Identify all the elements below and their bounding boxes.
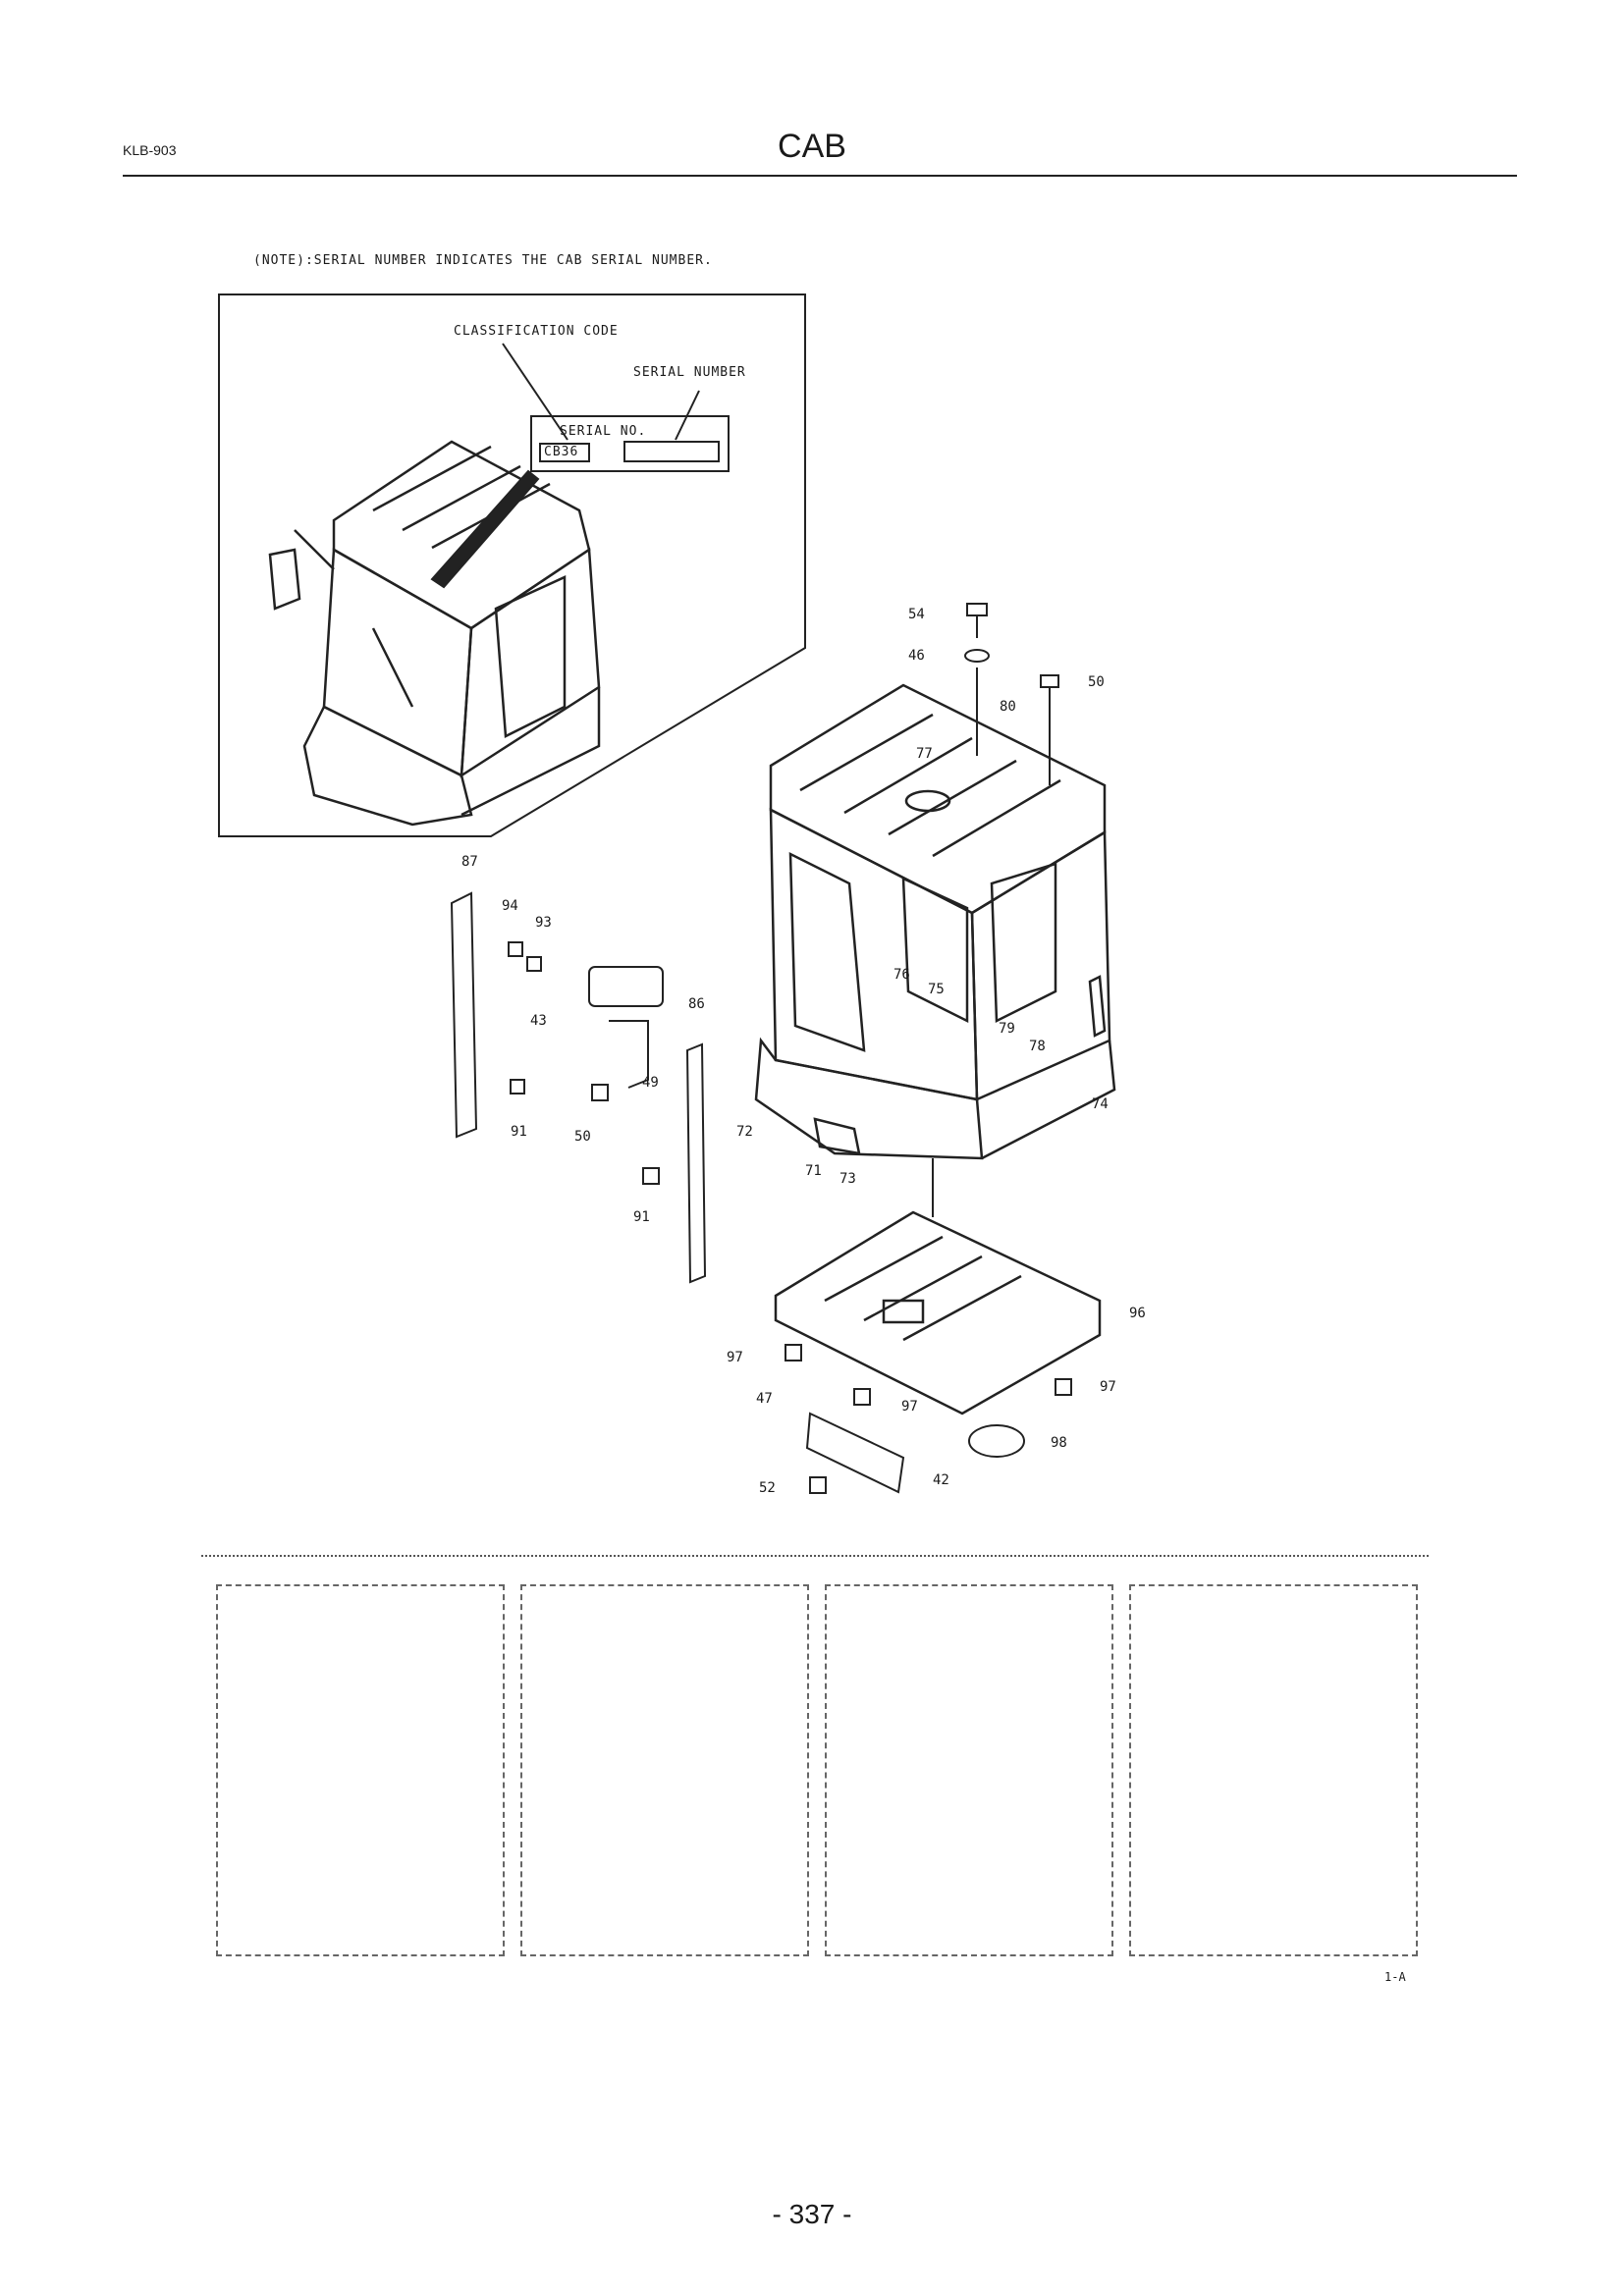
callout-97-center: 97	[901, 1399, 918, 1415]
callout-46: 46	[908, 648, 925, 664]
callout-49: 49	[642, 1075, 659, 1091]
serial-plate	[530, 415, 730, 472]
callout-94: 94	[502, 898, 518, 914]
section-divider	[201, 1555, 1429, 1557]
document-code: KLB-903	[123, 142, 177, 158]
callout-42: 42	[933, 1472, 949, 1488]
plate-serial-box	[623, 441, 720, 462]
callout-93: 93	[535, 915, 552, 931]
mirror	[588, 966, 664, 1007]
callout-54: 54	[908, 607, 925, 622]
callout-77: 77	[916, 746, 933, 762]
mirror-bracket	[609, 1020, 649, 1089]
serial-number-label: SERIAL NUMBER	[633, 365, 746, 380]
callout-79: 79	[999, 1021, 1015, 1037]
figure-reference: 1-A	[1384, 1970, 1406, 1984]
inset-cab-outline	[268, 440, 601, 827]
leader-classification	[502, 343, 568, 441]
callout-50-lower: 50	[574, 1129, 591, 1145]
callout-98: 98	[1051, 1435, 1067, 1451]
callout-91-lower: 91	[633, 1209, 650, 1225]
plate-code-box	[539, 443, 590, 462]
serial-note: (NOTE):SERIAL NUMBER INDICATES THE CAB S…	[253, 253, 713, 268]
plate-pointer	[430, 469, 540, 589]
callout-75: 75	[928, 982, 945, 997]
callout-97-right: 97	[1100, 1379, 1116, 1395]
callout-50: 50	[1088, 674, 1105, 690]
mat-42	[805, 1412, 905, 1494]
pillar-87	[450, 891, 478, 1139]
empty-box-1	[216, 1584, 505, 1956]
page-title: CAB	[778, 128, 846, 165]
empty-box-3	[825, 1584, 1113, 1956]
strip-86	[685, 1042, 707, 1284]
page-number: - 337 -	[772, 2199, 852, 2229]
inset-frame	[218, 294, 806, 837]
empty-box-2	[520, 1584, 809, 1956]
callout-74: 74	[1092, 1096, 1109, 1112]
callout-97-left: 97	[727, 1350, 743, 1365]
callout-76: 76	[893, 967, 910, 983]
callout-72: 72	[736, 1124, 753, 1140]
callout-43: 43	[530, 1013, 547, 1029]
callout-47: 47	[756, 1391, 773, 1407]
bolts	[508, 603, 1072, 1494]
classification-code-label: CLASSIFICATION CODE	[454, 324, 619, 339]
grille-98	[968, 1424, 1025, 1458]
callout-73: 73	[839, 1171, 856, 1187]
floor-plate-outline	[774, 1210, 1102, 1415]
serial-plate-code: CB36	[544, 445, 579, 459]
serial-plate-title: SERIAL NO.	[560, 424, 647, 439]
callout-52: 52	[759, 1480, 776, 1496]
callout-86: 86	[688, 996, 705, 1012]
callout-96: 96	[1129, 1306, 1146, 1321]
callout-87: 87	[461, 854, 478, 870]
empty-box-4	[1129, 1584, 1418, 1956]
callout-91-upper: 91	[511, 1124, 527, 1140]
callout-80: 80	[1000, 699, 1016, 715]
header-rule	[123, 175, 1517, 177]
callout-71: 71	[805, 1163, 822, 1179]
main-cab-outline	[754, 683, 1116, 1160]
callout-78: 78	[1029, 1039, 1046, 1054]
